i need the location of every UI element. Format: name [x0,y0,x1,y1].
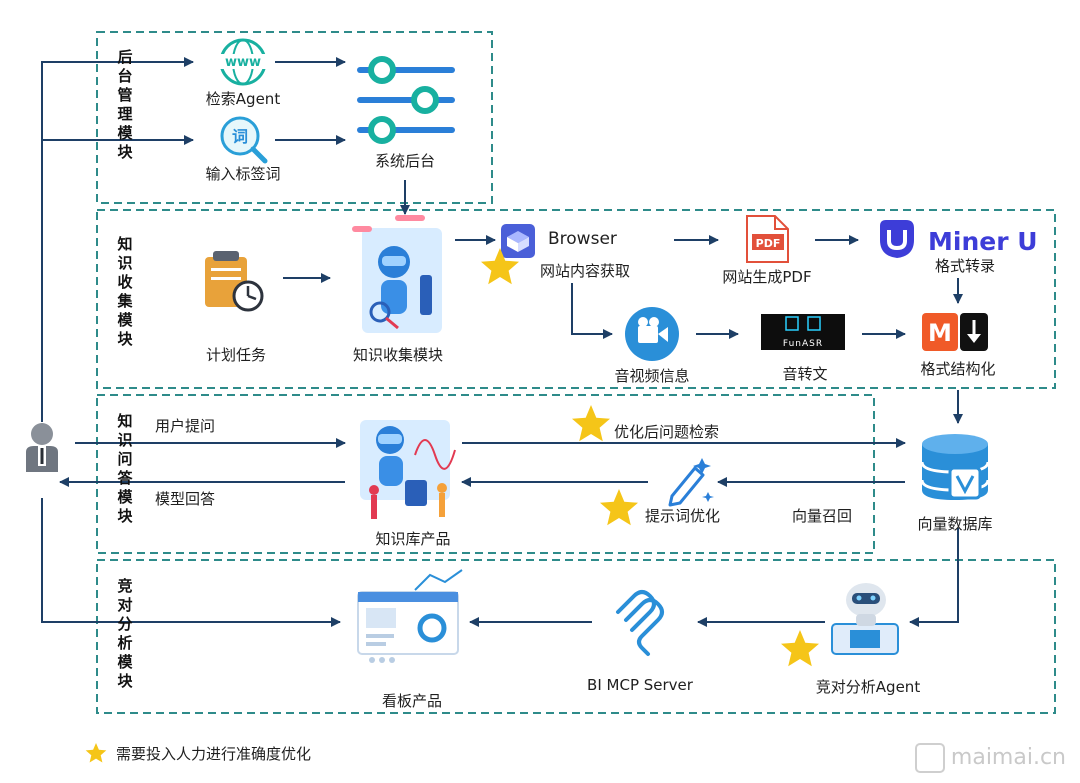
plan-task-label: 计划任务 [205,346,267,364]
prompt-opt-label: 提示词优化 [645,507,721,525]
kb-product-label: 知识库产品 [375,530,451,548]
clipboard-clock-icon [205,251,264,312]
competitor-agent-label: 竞对分析Agent [815,678,921,696]
mcp-server-icon [616,590,664,656]
user-ask-label: 用户提问 [155,417,216,435]
bi-mcp-label: BI MCP Server [587,676,693,694]
format-struct-label: 格式结构化 [920,360,996,378]
video-camera-icon [625,307,679,361]
sliders-icon [357,56,455,144]
markdown-download-icon [922,313,988,351]
mineru-logo [880,220,914,258]
browser-cube-icon [501,224,535,258]
browser-label: Browser [548,229,617,249]
web-content-label: 网站内容获取 [539,262,631,280]
mineru-logo-text: Miner U [928,227,1038,256]
funasr-logo-text: FunASR [783,339,823,349]
robot-kb-illustration [360,420,456,519]
m-text: M [928,319,952,347]
funasr-logo [761,314,845,350]
module-box-collect [96,209,1056,389]
www-text: www [225,55,261,70]
tag-word-search-icon [220,116,268,164]
legend-text: 需要投入人力进行准确度优化 [116,745,312,763]
module-title-backend: 后台管理模块 [117,48,133,161]
module-title-collect: 知识收集模块 [117,235,133,348]
star-agent-icon [781,630,819,667]
legend-star-icon [85,743,107,763]
vector-recall-label: 向量召回 [792,507,853,525]
web-pdf-label: 网站生成PDF [722,268,812,286]
search-agent-label: 检索Agent [205,90,281,108]
model-answer-label: 模型回答 [155,490,216,508]
vector-db-label: 向量数据库 [917,515,993,533]
audio-to-text-label: 音转文 [782,365,828,383]
dashboard-label: 看板产品 [381,692,443,710]
globe-www-icon [219,38,267,86]
dashboard-illustration [357,569,463,663]
format-convert-label: 格式转录 [934,257,996,275]
vector-database-icon [920,434,990,500]
user-icon [26,423,58,472]
pdf-text: PDF [756,237,781,250]
input-tags-label: 输入标签词 [205,165,281,183]
system-backend-label: 系统后台 [374,152,436,170]
watermark: maimai.cn [914,743,1066,773]
module-box-backend [96,31,493,204]
star-browser-icon [481,248,519,285]
pencil-sparkle-icon [668,458,714,507]
pdf-file-icon [746,215,789,263]
av-info-label: 音视频信息 [614,367,690,385]
star-search-icon [572,405,610,442]
knowledge-collect-label: 知识收集模块 [352,346,444,364]
robot-agent-illustration [831,583,899,655]
module-title-competitor: 竞对分析模块 [117,577,133,690]
star-prompt-icon [600,489,638,526]
module-box-competitor [96,559,1056,714]
optimized-search-label: 优化后问题检索 [614,423,720,441]
star-marks [85,248,819,763]
maimai-logo-icon [914,743,945,773]
robot-collect-illustration [352,215,442,333]
ci-text: 词 [232,127,248,146]
watermark-text: maimai.cn [950,745,1066,770]
module-title-qa: 知识问答模块 [117,412,133,525]
